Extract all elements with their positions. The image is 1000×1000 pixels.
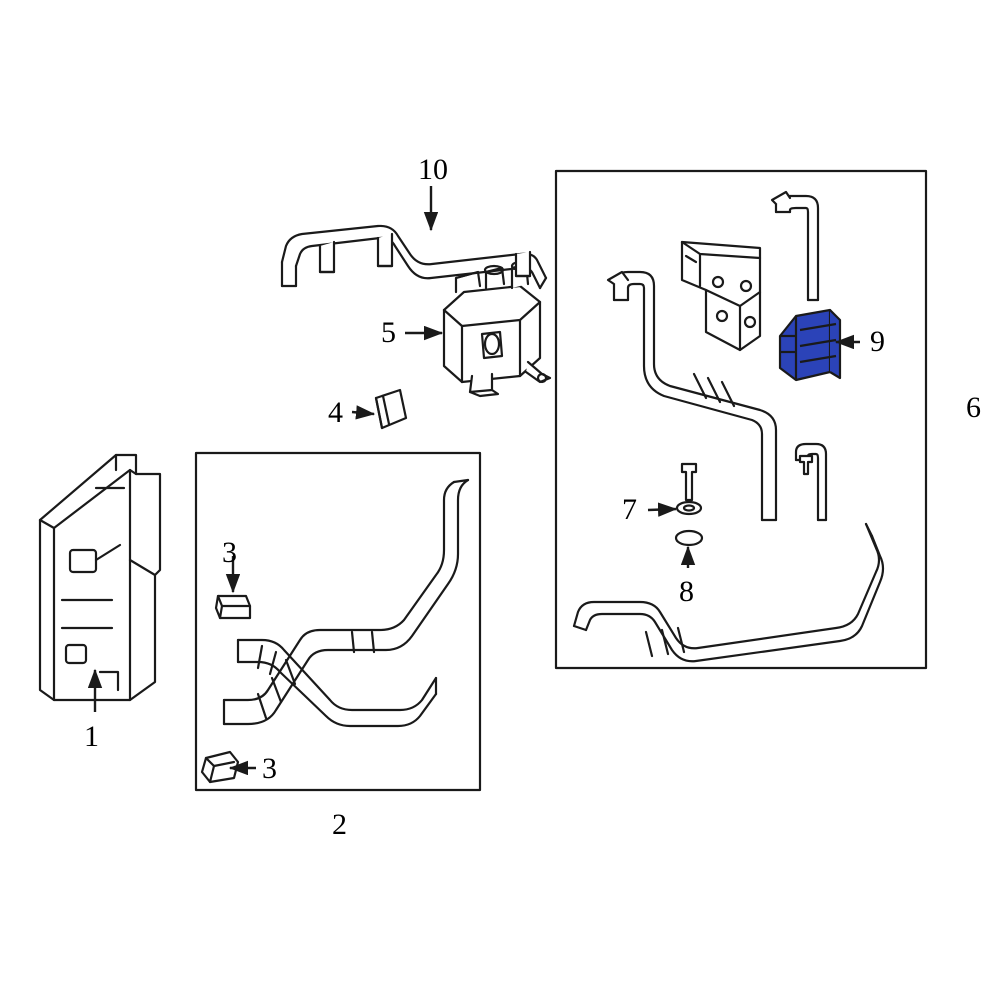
arrow-7 xyxy=(647,502,678,517)
callout-arrows xyxy=(87,186,860,776)
part-6-bracket-plate xyxy=(680,240,762,352)
callout-label-10: 10 xyxy=(418,153,448,186)
arrow-4 xyxy=(351,405,376,420)
part-10-tube-assembly xyxy=(280,224,548,290)
callout-label-7: 7 xyxy=(622,493,637,526)
callout-label-4: 4 xyxy=(328,396,343,429)
part-3-clip-upper xyxy=(214,594,252,620)
part-1-shield xyxy=(38,453,162,702)
callout-label-6: 6 xyxy=(966,391,981,424)
callout-label-3-lower: 3 xyxy=(262,752,277,785)
part-6-upper-right-tube xyxy=(770,190,820,302)
callout-label-5: 5 xyxy=(381,316,396,349)
part-6-left-tube xyxy=(606,270,778,522)
part-2-hose-assembly xyxy=(222,478,470,728)
callout-label-3-upper: 3 xyxy=(222,536,237,569)
part-5-oil-cooler xyxy=(442,260,552,398)
part-6-bolt-pair xyxy=(798,454,814,476)
part-9-highlighted-component xyxy=(778,308,842,382)
part-8-grommet xyxy=(674,529,704,547)
part-7-bolt xyxy=(675,462,703,516)
callout-label-1: 1 xyxy=(84,720,99,753)
callout-label-2: 2 xyxy=(332,808,347,841)
group-box-2 xyxy=(194,451,482,792)
callout-label-9: 9 xyxy=(870,325,885,358)
part-6-lower-tube xyxy=(572,522,885,663)
part-4-gasket xyxy=(374,388,408,430)
callout-label-8: 8 xyxy=(679,575,694,608)
